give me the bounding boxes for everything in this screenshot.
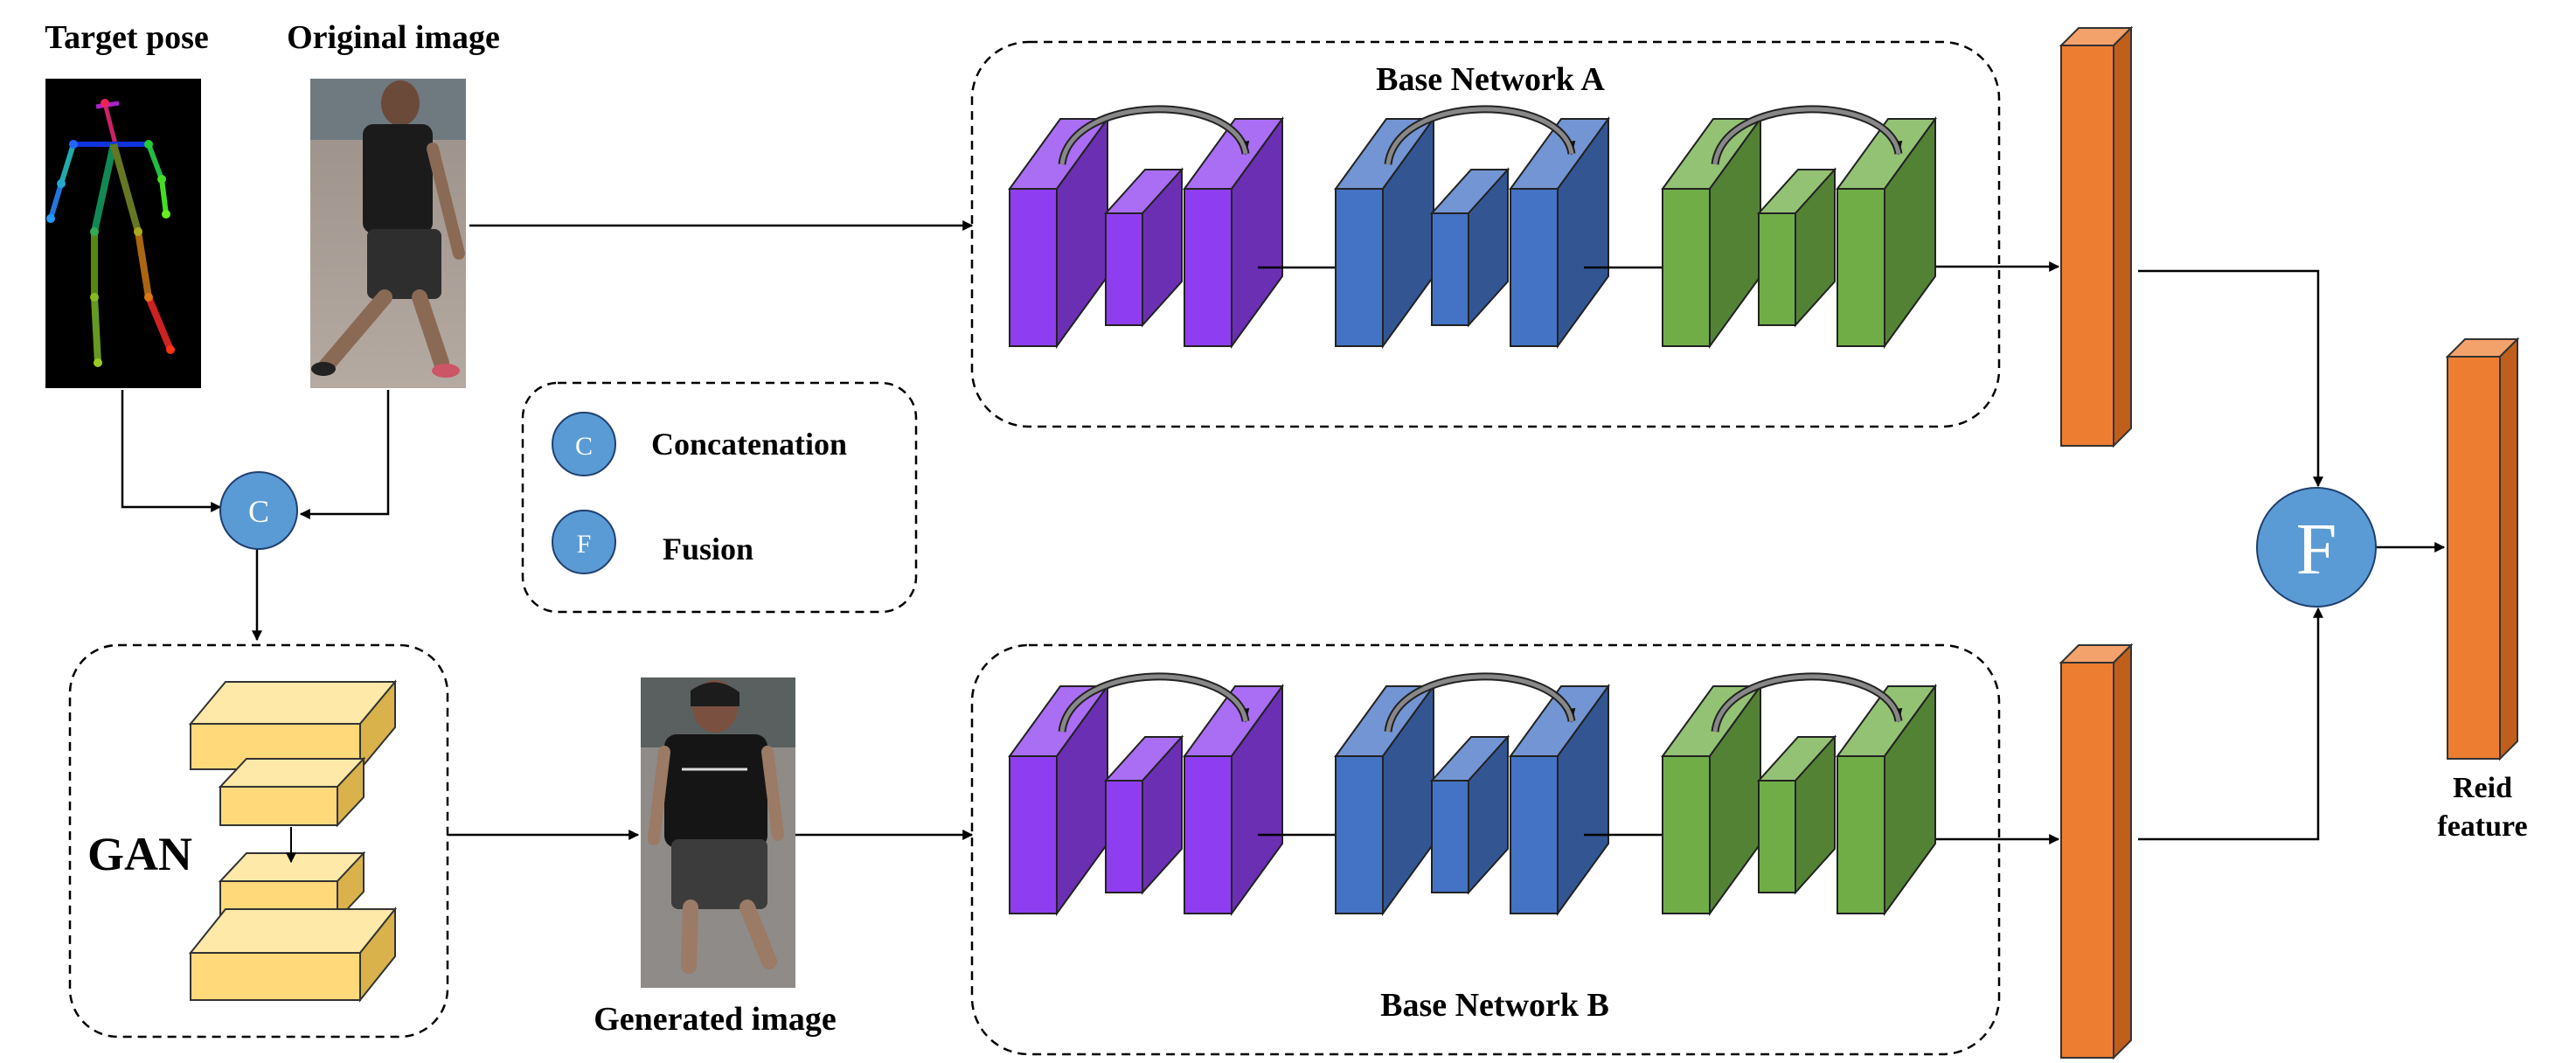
- fusion-legend-label: Fusion: [663, 532, 753, 566]
- concat-legend-icon: [552, 412, 616, 476]
- conv-layer-large: [1008, 115, 1109, 350]
- skip-connection-arc: [1385, 674, 1574, 733]
- feature-bar-a: [2059, 25, 2134, 448]
- gan-label: GAN: [87, 828, 192, 880]
- concat-node: C: [219, 471, 298, 550]
- skip-connection-arc: [1059, 674, 1248, 733]
- fusion-legend-symbol: F: [577, 530, 592, 559]
- conv-layer-small: [1103, 734, 1184, 895]
- conv-layer-small: [1756, 734, 1837, 895]
- residual-block-1: [1008, 672, 1284, 917]
- residual-block-2: [1334, 105, 1610, 350]
- conv-layer-large: [1509, 115, 1610, 350]
- feature-bar-b: [2059, 643, 2134, 1060]
- conv-layer-large: [1334, 683, 1435, 917]
- fusion-node-symbol: F: [2296, 509, 2337, 590]
- original-image-label: Original image: [287, 19, 500, 56]
- concat-node-symbol: C: [248, 494, 269, 529]
- base-network-b: [1008, 672, 1937, 917]
- residual-block-3: [1661, 672, 1937, 917]
- fusion-node: F: [2256, 487, 2377, 608]
- conv-layer-large: [1183, 115, 1284, 350]
- residual-block-1: [1008, 105, 1284, 350]
- concat-legend-label: Concatenation: [651, 427, 847, 462]
- skip-connection-arc: [1712, 674, 1901, 733]
- residual-block-2: [1334, 672, 1610, 917]
- reid-feature-bar: [2445, 337, 2520, 761]
- base-network-a-box: [970, 40, 2001, 428]
- residual-block-3: [1661, 105, 1937, 350]
- base-network-b-box: [970, 643, 2001, 1056]
- base-network-a: [1008, 105, 1937, 350]
- conv-layer-small: [1103, 167, 1184, 328]
- conv-layer-large: [1008, 683, 1109, 917]
- skip-connection-arc: [1385, 107, 1574, 165]
- conv-layer-large: [1836, 115, 1937, 350]
- target-pose-label: Target pose: [45, 19, 209, 56]
- base-network-b-label: Base Network B: [1380, 987, 1609, 1024]
- conv-layer-large: [1183, 683, 1284, 917]
- conv-layer-large: [1836, 683, 1937, 917]
- legend: C Concatenation F Fusion: [521, 381, 918, 614]
- skip-connection-arc: [1059, 107, 1248, 165]
- conv-layer-small: [1429, 734, 1510, 895]
- conv-layer-large: [1661, 683, 1762, 917]
- base-network-a-label: Base Network A: [1376, 61, 1605, 98]
- reid-label-line2: feature: [2437, 810, 2527, 843]
- generated-image: [641, 677, 795, 988]
- conv-layer-small: [1756, 167, 1837, 328]
- conv-layer-large: [1334, 115, 1435, 350]
- target-pose-image: [45, 79, 201, 388]
- original-image: [310, 79, 466, 388]
- skip-connection-arc: [1712, 107, 1901, 165]
- gan-module: GAN: [68, 643, 449, 1039]
- conv-layer-large: [1509, 683, 1610, 917]
- reid-label-line1: Reid: [2453, 772, 2512, 804]
- fusion-legend-icon: [552, 510, 616, 574]
- conv-layer-large: [1661, 115, 1762, 350]
- generated-image-label: Generated image: [594, 1001, 837, 1038]
- connectors: [121, 220, 2446, 844]
- concat-legend-symbol: C: [575, 432, 593, 461]
- conv-layer-small: [1429, 167, 1510, 328]
